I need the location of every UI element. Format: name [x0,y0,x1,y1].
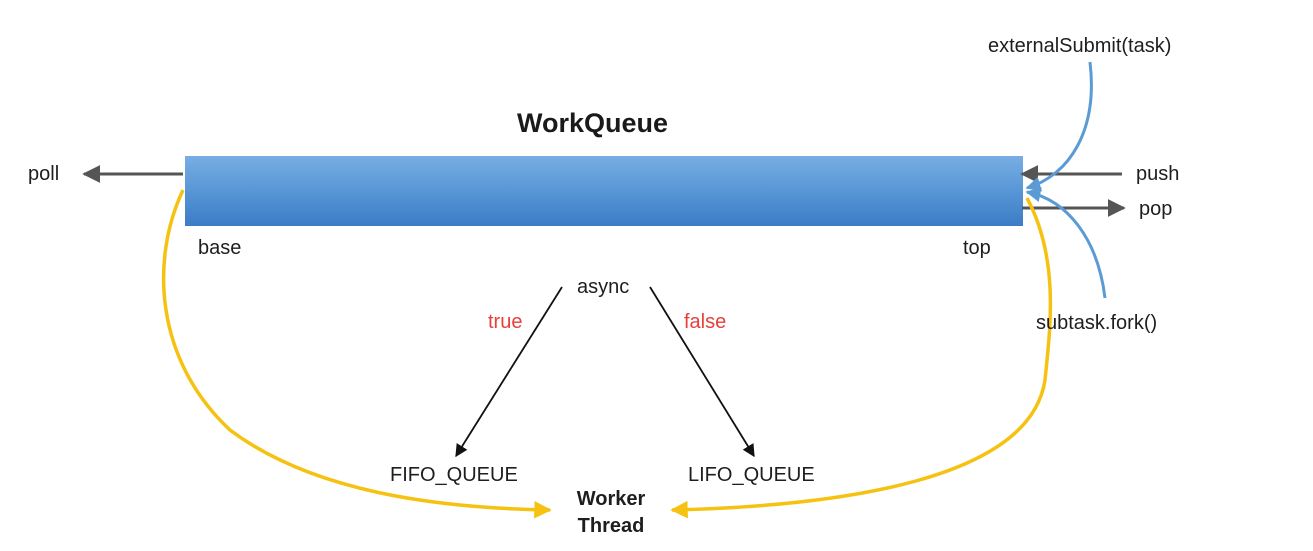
pop-label: pop [1139,198,1173,220]
poll-label: poll [28,163,60,185]
fifo-queue-label: FIFO_QUEUE [390,464,518,486]
async-true-arrow [455,286,563,458]
top-to-worker-arrow [670,197,1053,519]
base-to-worker-arrow [161,189,552,519]
subtask-fork-arrow [1025,187,1107,299]
diagram-title: WorkQueue [517,108,669,138]
base-label: base [198,237,242,259]
true-label: true [488,311,523,333]
work-queue-bar [185,156,1023,226]
external-submit-arrow [1025,61,1093,192]
subtask-fork-label: subtask.fork() [1036,312,1158,334]
false-label: false [684,311,727,333]
push-label: push [1136,163,1180,185]
async-label: async [577,276,630,298]
lifo-queue-label: LIFO_QUEUE [688,464,815,486]
async-false-arrow [649,286,755,458]
external-submit-label: externalSubmit(task) [988,35,1172,57]
worker-thread-line-1: Worker [576,488,646,510]
worker-thread-label: Worker Thread [566,486,656,540]
top-label: top [963,237,991,259]
worker-thread-line-2: Thread [577,515,645,537]
